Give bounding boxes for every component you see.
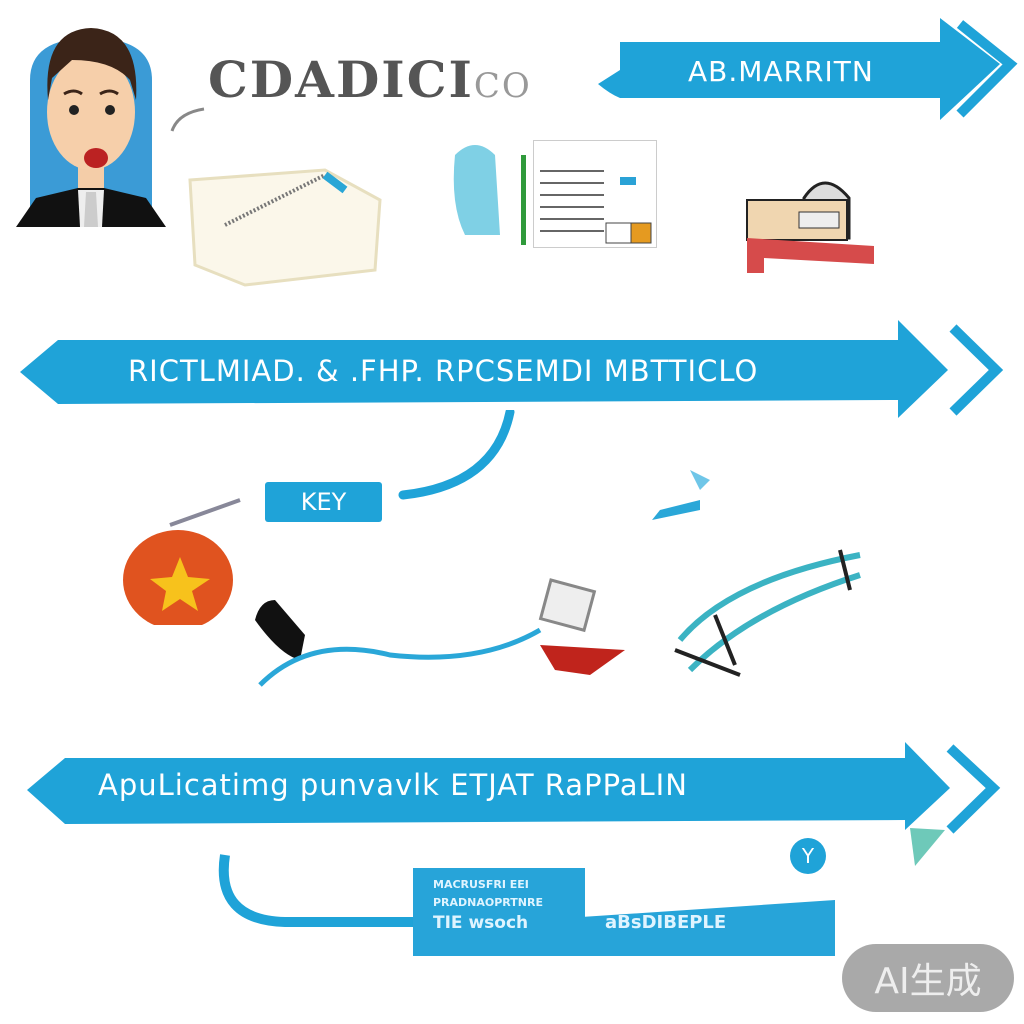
speech-tail-icon — [170, 107, 205, 132]
connector-curve — [398, 410, 515, 500]
banner-2-label: RICTLMIAD. & .FHP. RPCSEMDI MBTTICLO — [128, 354, 759, 388]
ai-generated-watermark: AI生成 — [842, 944, 1014, 1012]
businessman-avatar-icon — [16, 28, 166, 227]
data-spreadsheet-icon — [453, 145, 526, 245]
result-line-1: MACRUSFRI EEI — [433, 878, 529, 891]
banner-3-label: ApuLicatimg punvavlk ETJAT RaPPaLIN — [98, 768, 688, 802]
page-title: CDADICICO — [208, 50, 532, 109]
scroll-document-icon — [188, 168, 382, 287]
desk-workstation-icon — [746, 181, 874, 273]
connector-hook — [218, 854, 420, 927]
key-label: KEY — [265, 482, 382, 522]
result-panel: MACRUSFRI EEI PRADNAOPRTNRE TIE wsoch — [413, 868, 585, 956]
avatar — [12, 20, 170, 230]
spreadsheet-panel — [533, 140, 657, 248]
y-badge-letter: Y — [801, 844, 815, 868]
title-suffix: CO — [473, 66, 532, 106]
rail-track-icon — [652, 470, 861, 677]
banner-1-label: AB.MARRITN — [688, 55, 874, 88]
result-trailing-text: aBsDIBEPLE — [605, 912, 727, 933]
star-badge-icon — [123, 498, 241, 625]
result-line-3: TIE wsoch — [433, 913, 529, 933]
banner-arrow-2 — [20, 320, 1004, 418]
banner-arrow-1 — [598, 18, 1018, 120]
stamp-icon — [255, 600, 542, 687]
y-badge: Y — [790, 838, 826, 874]
result-trailing-strip: aBsDIBEPLE — [585, 900, 835, 956]
banner-arrow-3 — [27, 742, 1001, 866]
result-line-2: PRADNAOPRTNRE — [433, 896, 543, 909]
laptop-icon — [538, 578, 625, 675]
